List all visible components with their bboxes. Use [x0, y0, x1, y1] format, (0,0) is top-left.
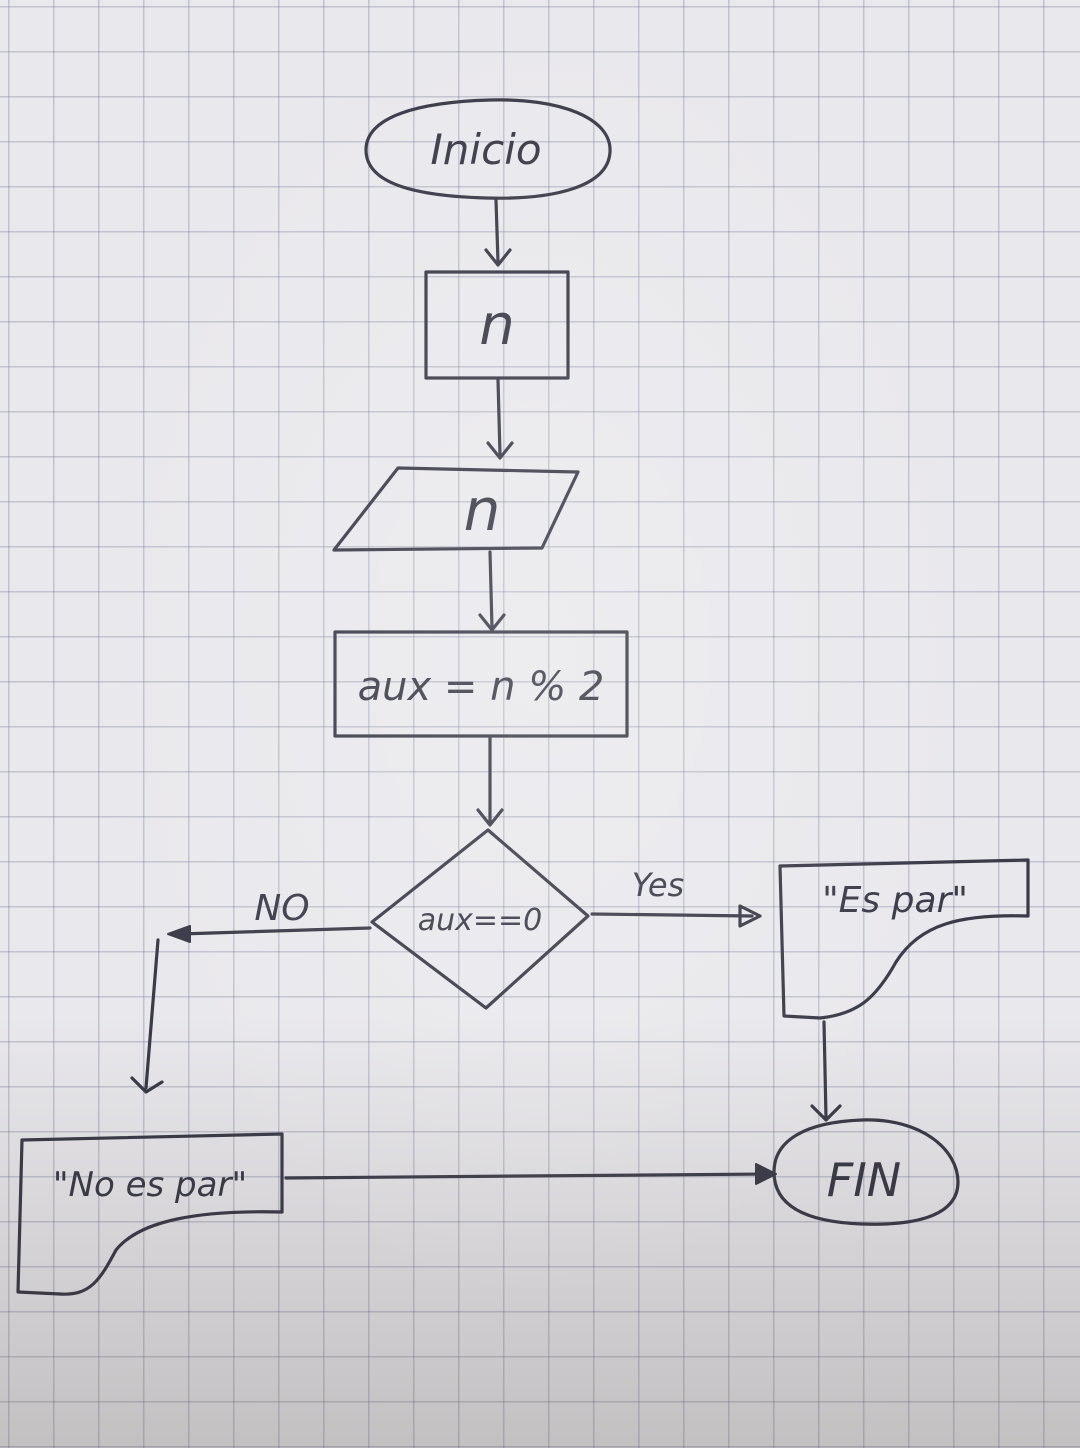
yes-branch-label: Yes [632, 866, 684, 904]
end-node: FIN [772, 1118, 960, 1226]
input-node: n [332, 466, 580, 552]
end-label: FIN [827, 1153, 901, 1207]
start-node: Inicio [364, 98, 612, 200]
process-box [333, 630, 629, 738]
no-branch: NO [130, 888, 372, 1094]
output-no-document [16, 1132, 284, 1296]
input-parallelogram [332, 466, 580, 552]
process-node: aux = n % 2 [333, 630, 629, 738]
input-label: n [464, 476, 501, 544]
output-yes-node: "Es par" [778, 858, 1030, 1020]
start-label: Inicio [430, 125, 541, 174]
decision-diamond [370, 828, 590, 1010]
end-oval [772, 1118, 960, 1226]
decision-node: aux==0 [370, 828, 590, 1010]
process-label: aux = n % 2 [358, 664, 605, 710]
arrow-input-to-process [478, 550, 506, 632]
output-no-label: "No es par" [53, 1165, 247, 1205]
arrow-output-no-to-end [284, 1163, 777, 1185]
output-yes-document [778, 858, 1030, 1020]
arrow-output-yes-to-end [810, 1020, 842, 1122]
yes-branch: Yes [590, 866, 762, 928]
declare-label: n [479, 293, 515, 358]
start-oval [364, 98, 612, 200]
output-yes-label: "Es par" [822, 880, 968, 921]
declare-box [424, 270, 570, 380]
arrow-declare-to-input [486, 378, 514, 460]
declare-node: n [424, 270, 570, 380]
decision-label: aux==0 [418, 903, 543, 938]
no-branch-label: NO [254, 888, 309, 929]
arrow-start-to-declare [484, 198, 512, 267]
output-no-node: "No es par" [16, 1132, 284, 1296]
arrow-process-to-decision [476, 736, 504, 827]
